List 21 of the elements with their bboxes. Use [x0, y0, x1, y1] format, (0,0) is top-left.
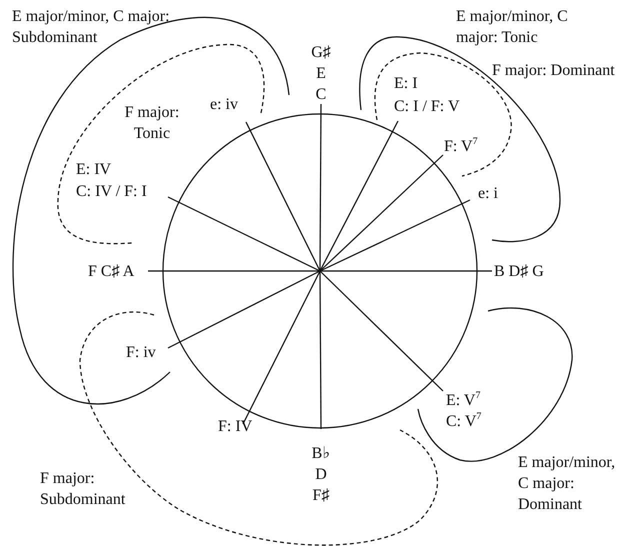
chord-label: E: V$^{7}$: [446, 390, 482, 411]
chord-label: F: V$^{7}$: [444, 136, 479, 157]
chord-label: E major/minor, C major: Subdominant: [12, 7, 171, 48]
chord-label: F: IV: [218, 417, 254, 437]
chord-label: B D♯ G: [494, 262, 545, 282]
chord-label: e: i: [478, 184, 499, 204]
chord-label: B♭ D F♯: [310, 444, 332, 506]
chord-label: C: IV / F: I: [76, 182, 148, 202]
chord-label: E: I: [394, 74, 419, 94]
chord-label: F: iv: [126, 343, 157, 363]
chord-label: E: IV: [76, 160, 112, 180]
chord-label: C: V$^{7}$: [446, 411, 482, 432]
chord-label: F major: Tonic: [124, 103, 180, 144]
chord-label: e: iv: [210, 95, 239, 115]
chord-label: F major: Dominant: [492, 61, 616, 81]
chord-label: E major/minor, C major: Tonic: [456, 7, 569, 48]
chord-label: G♯ E C: [310, 43, 332, 105]
chord-label: F major: Subdominant: [40, 469, 126, 510]
chord-label: C: I / F: V: [394, 97, 460, 117]
chord-label: E major/minor, C major: Dominant: [518, 453, 616, 515]
chord-label: F C♯ A: [88, 262, 136, 282]
